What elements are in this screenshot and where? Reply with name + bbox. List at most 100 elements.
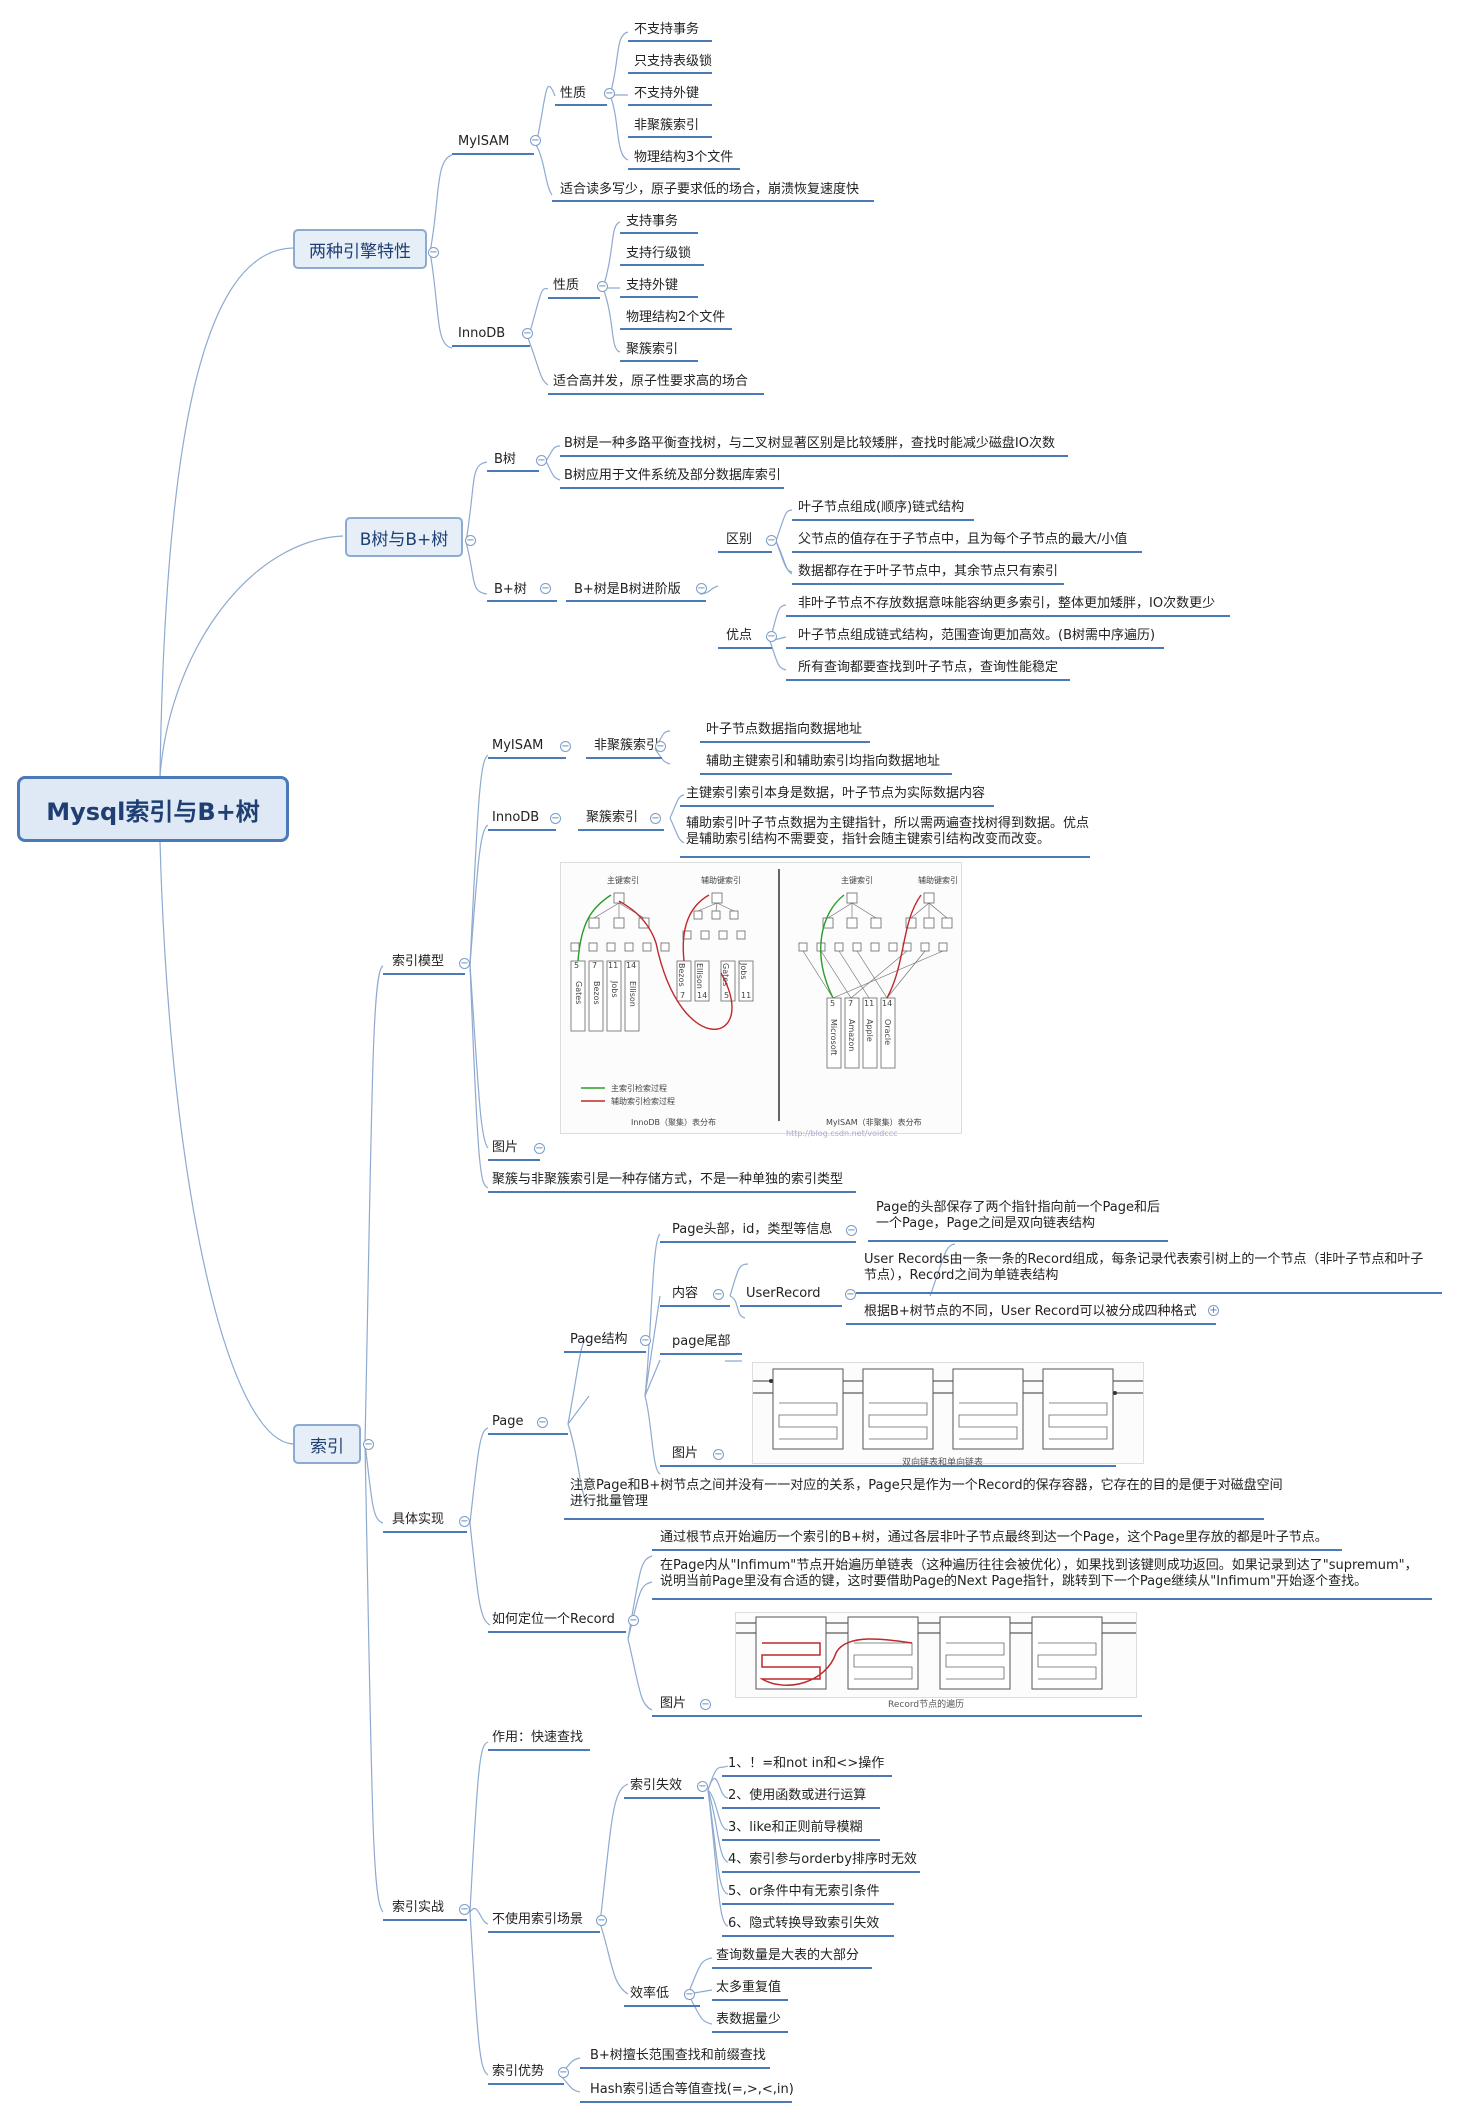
topic-index[interactable]: 索引: [293, 1424, 361, 1464]
collapse-toggle[interactable]: −: [697, 1781, 708, 1792]
node-page-content[interactable]: 内容: [672, 1286, 699, 1301]
leaf-invalid[interactable]: 6、隐式转换导致索引失效: [728, 1916, 880, 1931]
leaf-bplus-diff[interactable]: 叶子节点组成(顺序)链式结构: [798, 500, 965, 515]
collapse-toggle[interactable]: −: [700, 1699, 711, 1710]
leaf-innodb-trait[interactable]: 聚簇索引: [626, 342, 679, 357]
collapse-toggle[interactable]: −: [363, 1439, 374, 1450]
leaf-low[interactable]: 表数据量少: [716, 2012, 782, 2027]
leaf-locate[interactable]: 通过根节点开始遍历一个索引的B+树，通过各层非叶子节点最终到达一个Page，这个…: [660, 1530, 1328, 1545]
leaf-low[interactable]: 查询数量是大表的大部分: [716, 1948, 860, 1963]
leaf-bplus-adv[interactable]: 非叶子节点不存放数据意味能容纳更多索引，整体更加矮胖，IO次数更少: [798, 596, 1216, 611]
node-innodb[interactable]: InnoDB: [458, 326, 506, 341]
leaf-model-note[interactable]: 聚簇与非聚簇索引是一种存储方式，不是一种单独的索引类型: [492, 1172, 844, 1187]
leaf-innodb-trait[interactable]: 物理结构2个文件: [626, 310, 726, 325]
leaf-low[interactable]: 太多重复值: [716, 1980, 782, 1995]
node-model-pic[interactable]: 图片: [492, 1140, 519, 1155]
leaf-btree-b[interactable]: B树应用于文件系统及部分数据库索引: [564, 468, 781, 483]
leaf-user-record[interactable]: 根据B+树节点的不同，User Record可以被分成四种格式: [864, 1304, 1197, 1319]
leaf-advantage[interactable]: B+树擅长范围查找和前缀查找: [590, 2048, 766, 2063]
leaf-btree-b[interactable]: B树是一种多路平衡查找树，与二叉树显著区别是比较矮胖，查找时能减少磁盘IO次数: [564, 436, 1055, 451]
node-model-myisam[interactable]: MyISAM: [492, 738, 544, 753]
leaf-model-innodb[interactable]: 主键索引索引本身是数据，叶子节点为实际数据内容: [686, 786, 986, 801]
leaf-innodb-trait[interactable]: 支持事务: [626, 214, 679, 229]
leaf-myisam-trait[interactable]: 物理结构3个文件: [634, 150, 734, 165]
leaf-model-innodb[interactable]: 辅助索引叶子节点数据为主键指针，所以需两遍查找树得到数据。优点是辅助索引结构不需…: [686, 816, 1090, 847]
node-btree-bplus[interactable]: B+树: [494, 582, 527, 597]
node-practice[interactable]: 索引实战: [392, 1900, 445, 1915]
collapse-toggle[interactable]: −: [530, 135, 541, 146]
collapse-toggle[interactable]: −: [650, 813, 661, 824]
node-page-header[interactable]: Page头部，id，类型等信息: [672, 1222, 833, 1237]
collapse-toggle[interactable]: −: [540, 583, 551, 594]
collapse-toggle[interactable]: −: [537, 1417, 548, 1428]
leaf-invalid[interactable]: 2、使用函数或进行运算: [728, 1788, 867, 1803]
collapse-toggle[interactable]: −: [846, 1225, 857, 1236]
node-index-model[interactable]: 索引模型: [392, 954, 445, 969]
collapse-toggle[interactable]: −: [766, 535, 777, 546]
node-locate[interactable]: 如何定位一个Record: [492, 1612, 615, 1627]
collapse-toggle[interactable]: −: [684, 1989, 695, 2000]
leaf-innodb-trait[interactable]: 支持外键: [626, 278, 679, 293]
collapse-toggle[interactable]: −: [713, 1449, 724, 1460]
leaf-invalid[interactable]: 1、！=和not in和<>操作: [728, 1756, 885, 1771]
leaf-myisam-scene[interactable]: 适合读多写少，原子要求低的场合，崩溃恢复速度快: [560, 182, 860, 197]
node-invalid[interactable]: 索引失效: [630, 1778, 683, 1793]
leaf-myisam-trait[interactable]: 只支持表级锁: [634, 54, 713, 69]
node-no-index[interactable]: 不使用索引场景: [492, 1912, 584, 1927]
node-bplus-diff[interactable]: 区别: [726, 532, 753, 547]
leaf-bplus-diff[interactable]: 数据都存在于叶子节点中，其余节点只有索引: [798, 564, 1059, 579]
leaf-user-record[interactable]: User Records由一条一条的Record组成，每条记录代表索引树上的一个…: [864, 1252, 1424, 1283]
leaf-locate[interactable]: 在Page内从"Infimum"节点开始遍历单链表（这种遍历往往会被优化），如果…: [660, 1558, 1418, 1589]
leaf-usage[interactable]: 作用：快速查找: [492, 1730, 584, 1745]
node-myisam[interactable]: MyISAM: [458, 134, 510, 149]
collapse-toggle[interactable]: −: [459, 1516, 470, 1527]
leaf-invalid[interactable]: 4、索引参与orderby排序时无效: [728, 1852, 917, 1867]
node-user-record[interactable]: UserRecord: [746, 1286, 821, 1301]
collapse-toggle[interactable]: −: [465, 535, 476, 546]
node-page-structure[interactable]: Page结构: [570, 1332, 628, 1347]
node-btree-b[interactable]: B树: [494, 452, 516, 467]
collapse-toggle[interactable]: −: [459, 958, 470, 969]
collapse-toggle[interactable]: −: [459, 1904, 470, 1915]
leaf-innodb-scene[interactable]: 适合高并发，原子性要求高的场合: [553, 374, 749, 389]
collapse-toggle[interactable]: −: [640, 1335, 651, 1346]
leaf-model-myisam[interactable]: 辅助主键索引和辅助索引均指向数据地址: [706, 754, 941, 769]
leaf-invalid[interactable]: 3、like和正则前导模糊: [728, 1820, 863, 1835]
expand-toggle[interactable]: +: [1208, 1305, 1219, 1316]
leaf-innodb-trait[interactable]: 支持行级锁: [626, 246, 692, 261]
node-bplus-adv[interactable]: 优点: [726, 628, 753, 643]
leaf-myisam-trait[interactable]: 不支持事务: [634, 22, 700, 37]
collapse-toggle[interactable]: −: [536, 455, 547, 466]
node-innodb-nature[interactable]: 性质: [553, 278, 580, 293]
node-model-innodb[interactable]: InnoDB: [492, 810, 540, 825]
leaf-myisam-trait[interactable]: 非聚簇索引: [634, 118, 700, 133]
node-myisam-nature[interactable]: 性质: [560, 86, 587, 101]
collapse-toggle[interactable]: −: [596, 1915, 607, 1926]
node-bplus-desc[interactable]: B+树是B树进阶版: [574, 582, 681, 597]
leaf-bplus-diff[interactable]: 父节点的值存在于子节点中，且为每个子节点的最大/小值: [798, 532, 1128, 547]
leaf-model-myisam[interactable]: 叶子节点数据指向数据地址: [706, 722, 863, 737]
node-page-tail[interactable]: page尾部: [672, 1334, 731, 1349]
collapse-toggle[interactable]: −: [428, 247, 439, 258]
collapse-toggle[interactable]: −: [713, 1289, 724, 1300]
leaf-page-note[interactable]: 注意Page和B+树节点之间并没有一一对应的关系，Page只是作为一个Recor…: [570, 1478, 1283, 1509]
node-advantage[interactable]: 索引优势: [492, 2064, 545, 2079]
topic-btree[interactable]: B树与B+树: [345, 517, 463, 557]
leaf-myisam-trait[interactable]: 不支持外键: [634, 86, 700, 101]
leaf-page-header[interactable]: Page的头部保存了两个指针指向前一个Page和后一个Page，Page之间是双…: [876, 1200, 1160, 1231]
node-page-pic[interactable]: 图片: [672, 1446, 699, 1461]
node-model-myisam-type[interactable]: 非聚簇索引: [594, 738, 660, 753]
collapse-toggle[interactable]: −: [604, 88, 615, 99]
collapse-toggle[interactable]: −: [696, 583, 707, 594]
root-topic[interactable]: Mysql索引与B+树: [17, 776, 289, 842]
collapse-toggle[interactable]: −: [560, 741, 571, 752]
node-model-innodb-type[interactable]: 聚簇索引: [586, 810, 639, 825]
node-low[interactable]: 效率低: [630, 1986, 670, 2001]
leaf-bplus-adv[interactable]: 叶子节点组成链式结构，范围查询更加高效。(B树需中序遍历): [798, 628, 1156, 643]
collapse-toggle[interactable]: −: [845, 1289, 856, 1300]
collapse-toggle[interactable]: −: [597, 281, 608, 292]
topic-engines[interactable]: 两种引擎特性: [293, 229, 427, 269]
leaf-advantage[interactable]: Hash索引适合等值查找(=,>,<,in): [590, 2082, 794, 2097]
node-locate-pic[interactable]: 图片: [660, 1696, 687, 1711]
collapse-toggle[interactable]: −: [766, 631, 777, 642]
